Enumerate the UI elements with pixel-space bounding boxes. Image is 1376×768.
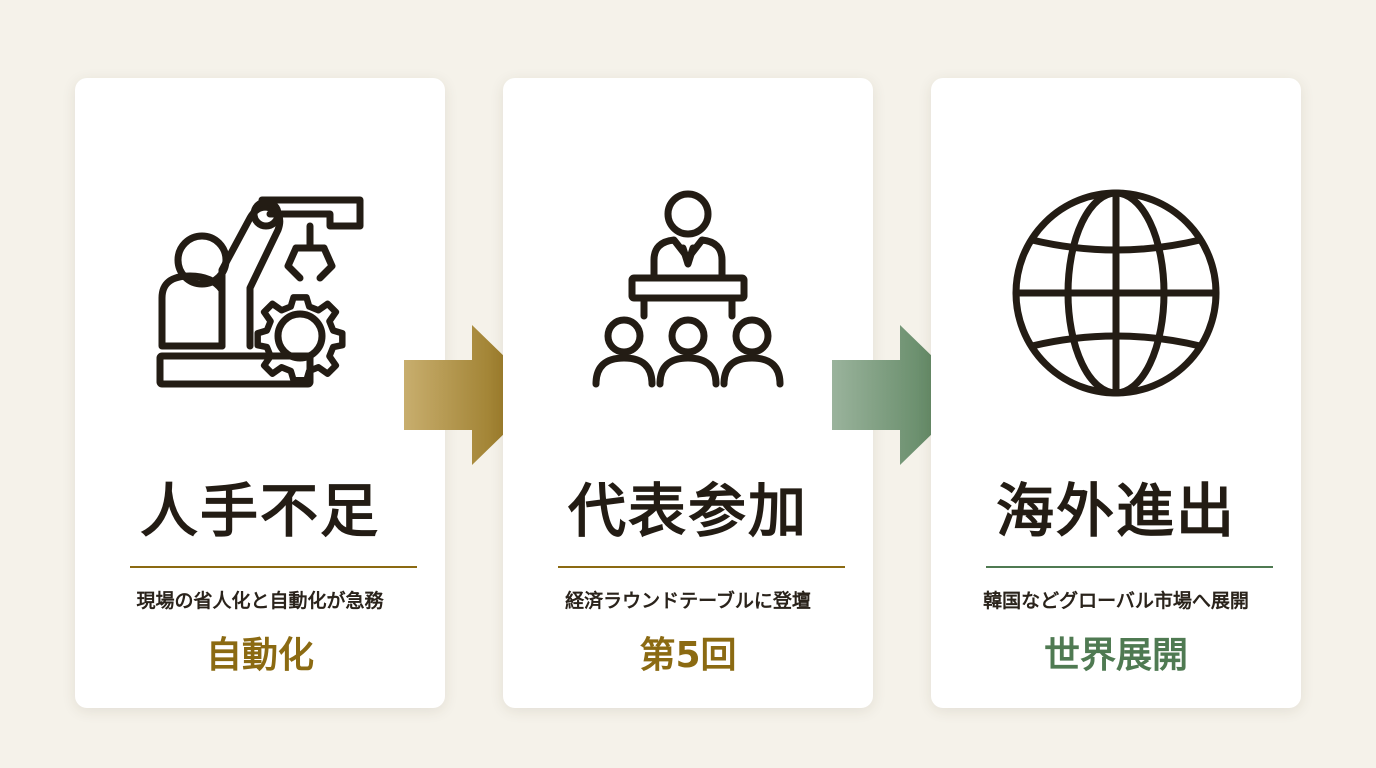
globe-icon	[1006, 178, 1226, 408]
card-labor-shortage: 人手不足 現場の省人化と自動化が急務 自動化	[75, 78, 445, 708]
card-subtitle: 経済ラウンドテーブルに登壇	[565, 590, 811, 612]
robot-arm-gear-icon	[150, 178, 370, 408]
divider	[130, 566, 417, 568]
card-highlight: 自動化	[205, 635, 314, 676]
card-title: 人手不足	[139, 477, 380, 545]
card-subtitle: 韓国などグローバル市場へ展開	[983, 590, 1249, 612]
card-overseas: 海外進出 韓国などグローバル市場へ展開 世界展開	[931, 78, 1301, 708]
card-title: 代表参加	[567, 477, 808, 545]
divider	[986, 566, 1273, 568]
arrow-right-icon	[832, 325, 974, 465]
card-title: 海外進出	[995, 477, 1236, 545]
arrow-right-icon	[404, 325, 546, 465]
speaker-audience-icon	[578, 178, 798, 408]
card-representative: 代表参加 経済ラウンドテーブルに登壇 第5回	[503, 78, 873, 708]
card-subtitle: 現場の省人化と自動化が急務	[136, 590, 384, 612]
divider	[558, 566, 845, 568]
card-highlight: 世界展開	[1043, 635, 1188, 676]
card-highlight: 第5回	[639, 635, 737, 676]
